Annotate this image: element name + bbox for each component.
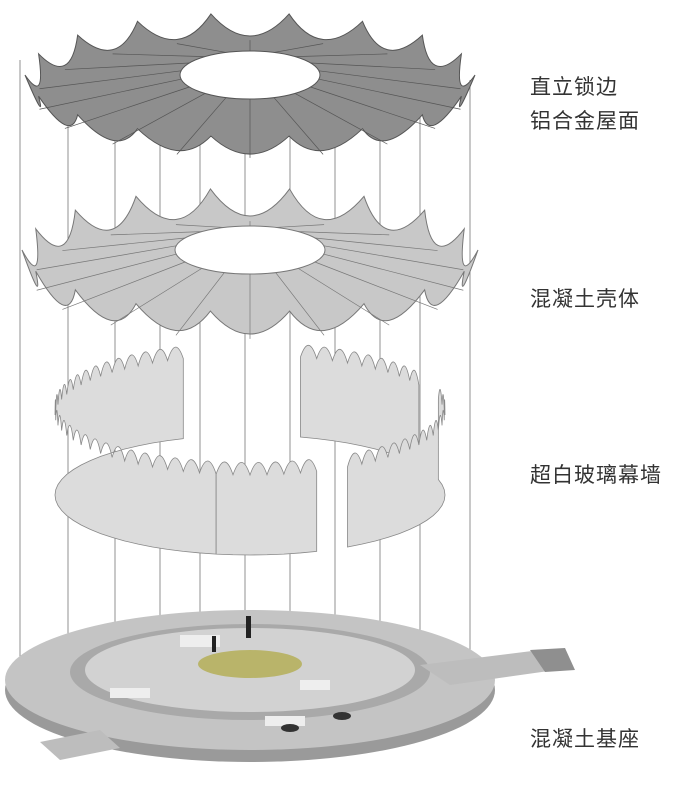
label-roof-line1: 直立锁边 — [530, 75, 618, 99]
aluminium-roof-layer — [24, 13, 476, 158]
central-pool — [198, 650, 302, 678]
glass-wall-segment — [300, 344, 420, 466]
glass-wall-segment — [54, 346, 217, 555]
glass-curtain-wall-layer — [54, 344, 446, 556]
glass-wall-segment — [347, 389, 446, 548]
label-roof: 直立锁边 铝合金屋面 — [530, 70, 640, 138]
label-glass: 超白玻璃幕墙 — [530, 463, 662, 487]
glass-wall-segment — [215, 459, 318, 556]
label-base: 混凝土基座 — [530, 727, 640, 751]
label-shell: 混凝土壳体 — [530, 287, 640, 311]
concrete-base-layer — [5, 610, 575, 762]
concrete-shell-layer — [21, 188, 479, 339]
label-roof-line2: 铝合金屋面 — [530, 109, 640, 133]
